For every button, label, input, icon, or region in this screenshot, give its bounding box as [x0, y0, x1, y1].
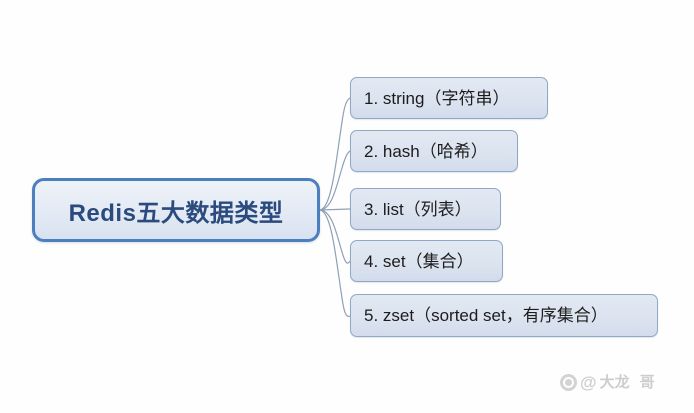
connector-to-string: [319, 97, 351, 211]
connector-to-list: [319, 208, 351, 211]
watermark-author-name: 大龙: [599, 374, 630, 391]
branch-node-string[interactable]: 1. string（字符串）: [350, 77, 548, 119]
connector-to-hash: [319, 150, 351, 211]
root-node-redis-data-types[interactable]: Redis五大数据类型: [32, 178, 320, 242]
root-node-label: Redis五大数据类型: [68, 199, 284, 227]
branch-node-list[interactable]: 3. list（列表）: [350, 188, 501, 230]
branch-label-hash: 2. hash（哈希）: [364, 141, 488, 161]
connector-to-zset: [319, 209, 351, 317]
connector-to-set: [319, 209, 351, 264]
branch-label-string: 1. string（字符串）: [364, 88, 510, 108]
branch-node-set[interactable]: 4. set（集合）: [350, 240, 503, 282]
branch-node-hash[interactable]: 2. hash（哈希）: [350, 130, 518, 172]
baidu-paw-icon: [560, 374, 577, 391]
watermark-at-symbol: @: [580, 373, 597, 392]
branch-label-list: 3. list（列表）: [364, 199, 472, 219]
branch-node-zset[interactable]: 5. zset（sorted set，有序集合）: [350, 294, 658, 337]
watermark: @ 大龙 哥: [560, 374, 655, 391]
branch-label-set: 4. set（集合）: [364, 251, 474, 271]
watermark-author-suffix: 哥: [639, 374, 655, 391]
branch-label-zset: 5. zset（sorted set，有序集合）: [364, 306, 608, 325]
